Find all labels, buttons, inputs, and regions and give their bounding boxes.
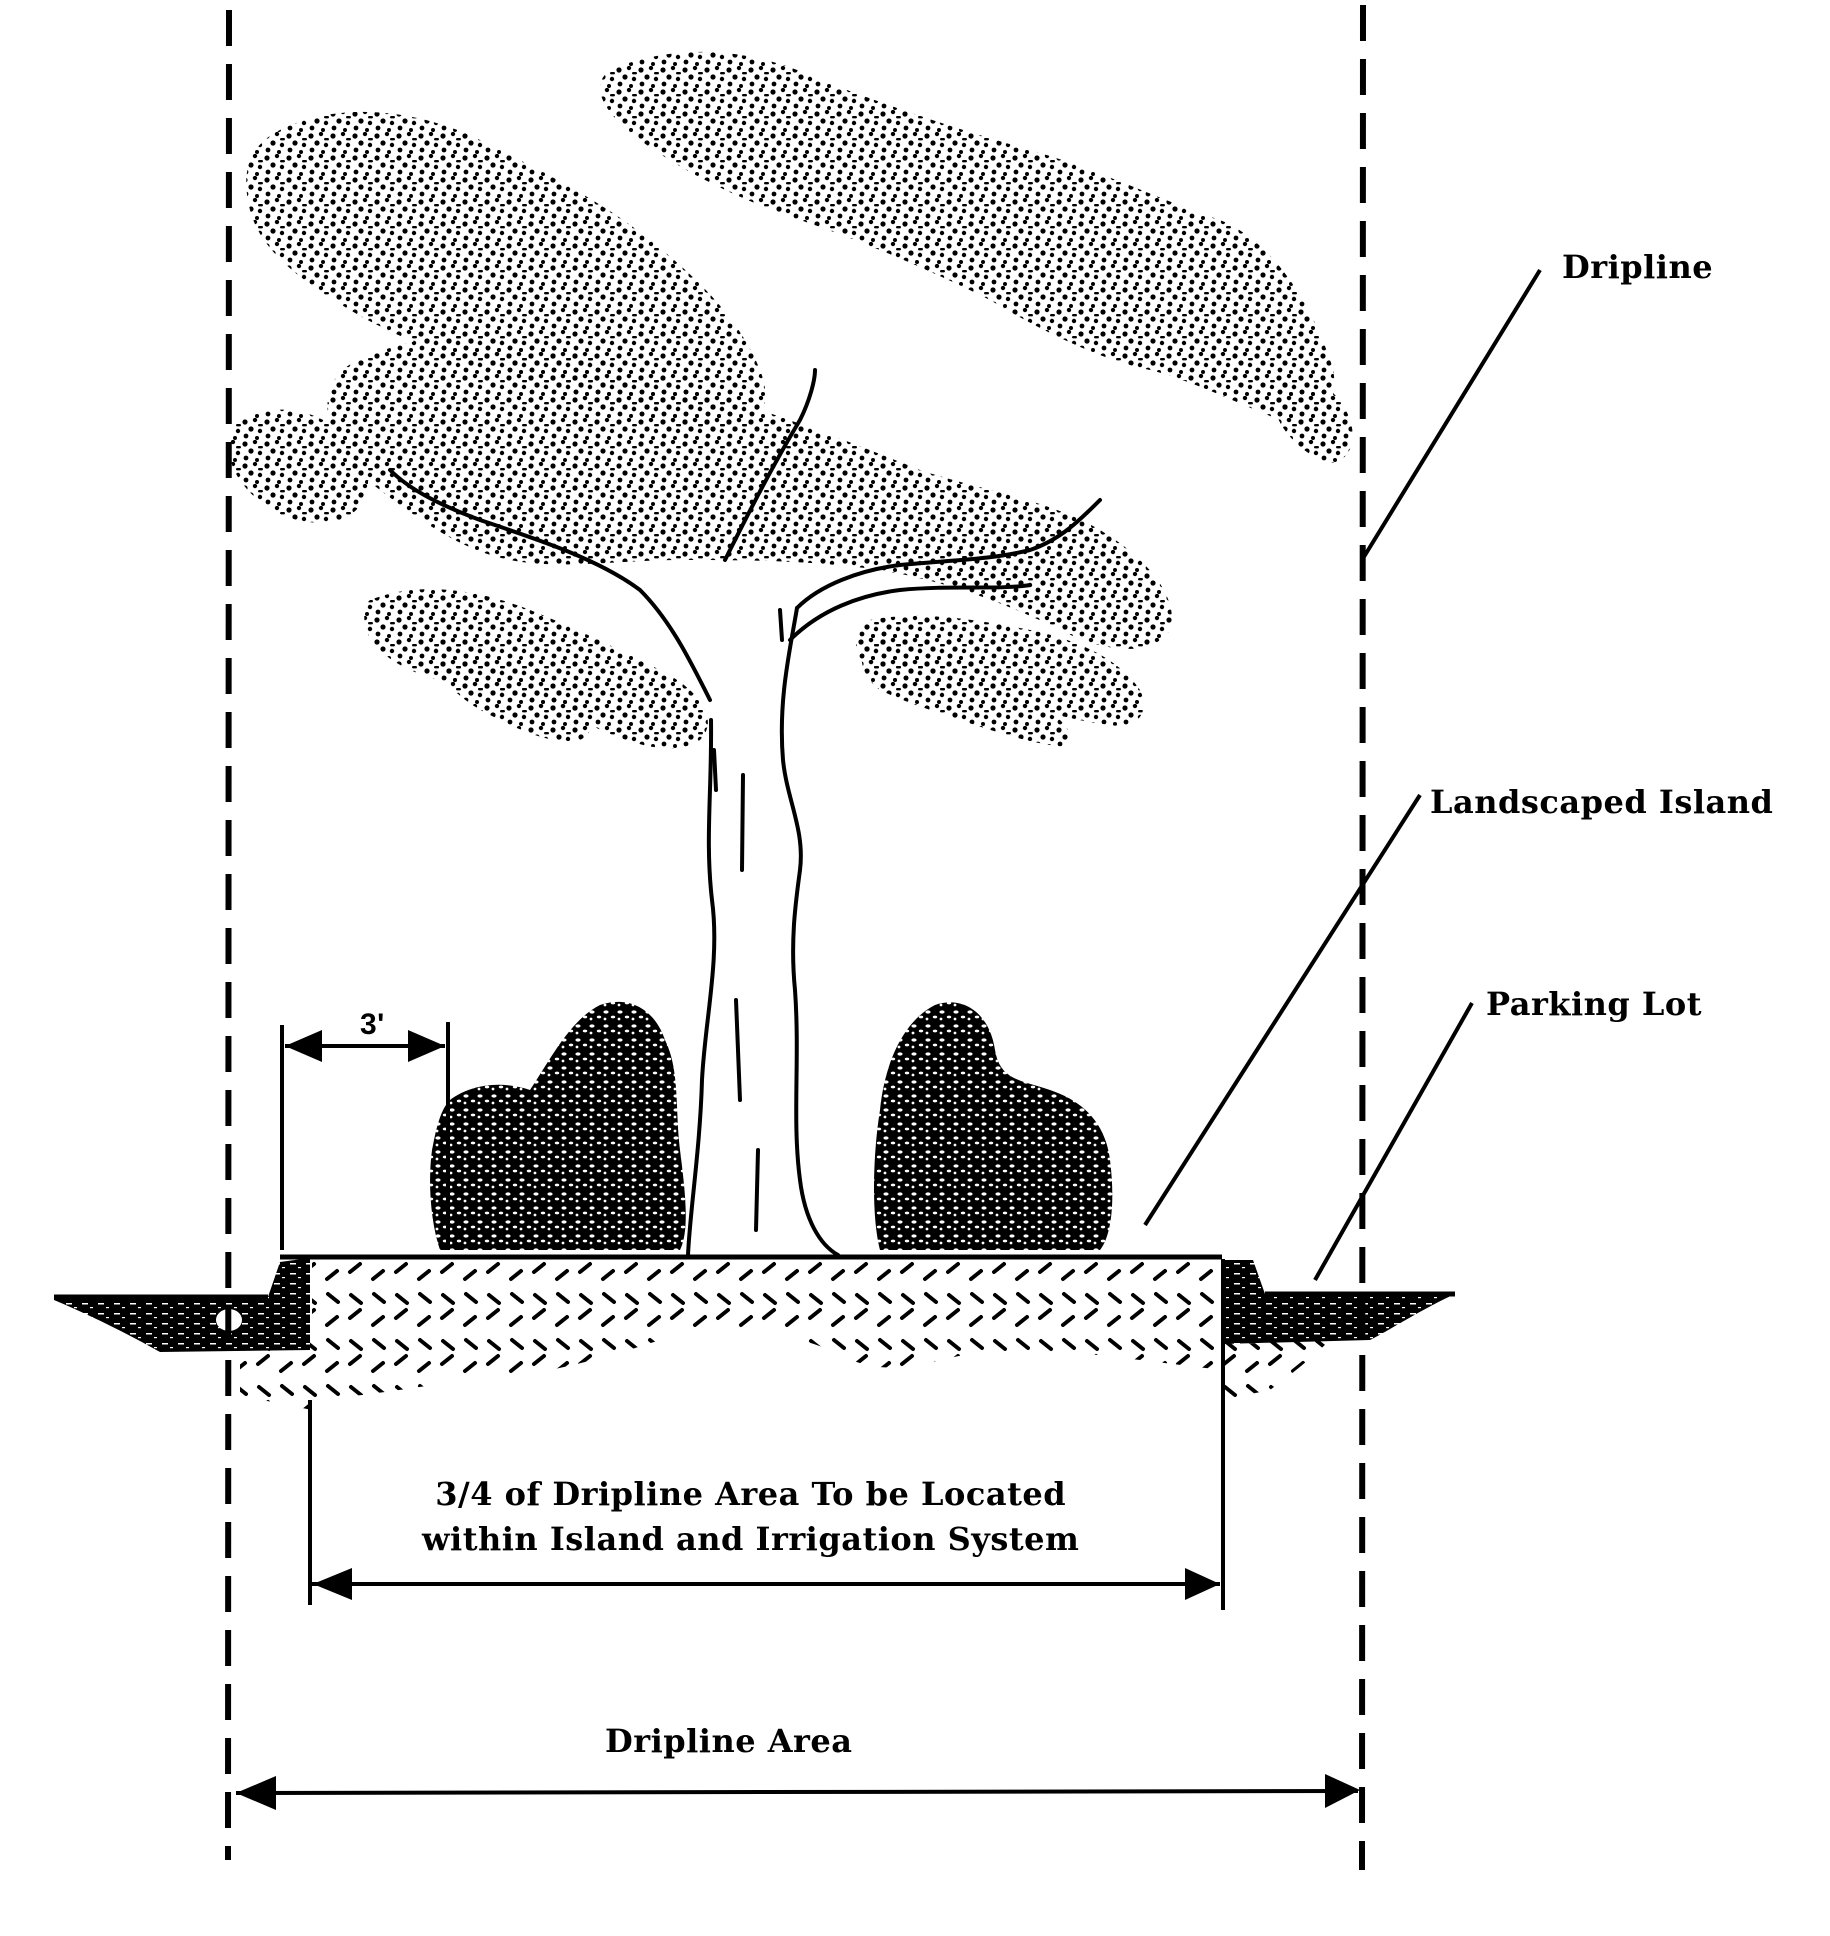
shrub-right (874, 1002, 1113, 1250)
shrubs (430, 1001, 1113, 1250)
tree-trunk-left-edge (686, 718, 717, 1257)
dripline-arrowhead-left (236, 1776, 276, 1810)
leader-landscaped-island (1143, 793, 1422, 1227)
dimension-setback (280, 1022, 450, 1250)
canopy-cluster-center (327, 336, 1172, 649)
label-island-requirement-line1: 3/4 of Dripline Area To be Located (435, 1475, 1067, 1513)
trunk-bark-3 (734, 998, 742, 1102)
trunk-bark-1 (712, 748, 718, 792)
leader-dripline (1360, 268, 1542, 562)
landscaped-island-soil (240, 1254, 1330, 1410)
curb-right (1222, 1260, 1455, 1344)
canopy-cluster-bottomleft (434, 640, 591, 741)
label-parking-lot: Parking Lot (1486, 985, 1703, 1023)
trunk-bark-4 (754, 1148, 760, 1232)
label-dripline-area: Dripline Area (605, 1722, 853, 1760)
label-island-requirement: 3/4 of Dripline Area To be Located withi… (422, 1472, 1079, 1562)
canopy-cluster-right-drip (1273, 377, 1353, 463)
branch-upper (723, 368, 817, 562)
label-setback-3ft: 3' (360, 1008, 385, 1041)
canopy-cluster-top (600, 51, 1335, 422)
dimension-island-width (308, 1259, 1225, 1610)
branch-left (388, 468, 712, 702)
dripline-dimension-line (235, 1789, 1359, 1795)
label-landscaped-island: Landscaped Island (1430, 783, 1774, 821)
island-arrowhead-left (313, 1568, 352, 1600)
shrub-left (430, 1001, 686, 1250)
island-arrowhead-right (1185, 1568, 1220, 1600)
dimension-dripline-width (235, 1774, 1360, 1810)
tree-canopy (228, 51, 1353, 749)
dripline-left (225, 9, 232, 1861)
canopy-cluster-under (861, 630, 1071, 747)
label-dripline: Dripline (1562, 248, 1714, 286)
curb-left (54, 1258, 310, 1352)
label-island-requirement-line2: within Island and Irrigation System (422, 1520, 1080, 1558)
setback-arrowhead-left (285, 1030, 322, 1062)
leader-parking-lot (1313, 1002, 1474, 1281)
canopy-cluster-farleft (228, 409, 369, 523)
dripline-arrowhead-right (1325, 1774, 1360, 1808)
dripline-right (1359, 4, 1366, 1871)
canopy-cluster-left (246, 111, 766, 433)
setback-arrowhead-right (408, 1030, 445, 1062)
branch-right (795, 498, 1102, 610)
tree-trunk-and-branches (388, 368, 1102, 1257)
parking-surfaces (54, 1258, 1455, 1352)
tree-trunk-right-edge (779, 606, 840, 1257)
branch-stub (778, 608, 784, 642)
branch-right-lower (788, 583, 1032, 642)
trunk-bark-2 (740, 773, 745, 872)
canopy-cluster-lowleft (364, 589, 708, 749)
